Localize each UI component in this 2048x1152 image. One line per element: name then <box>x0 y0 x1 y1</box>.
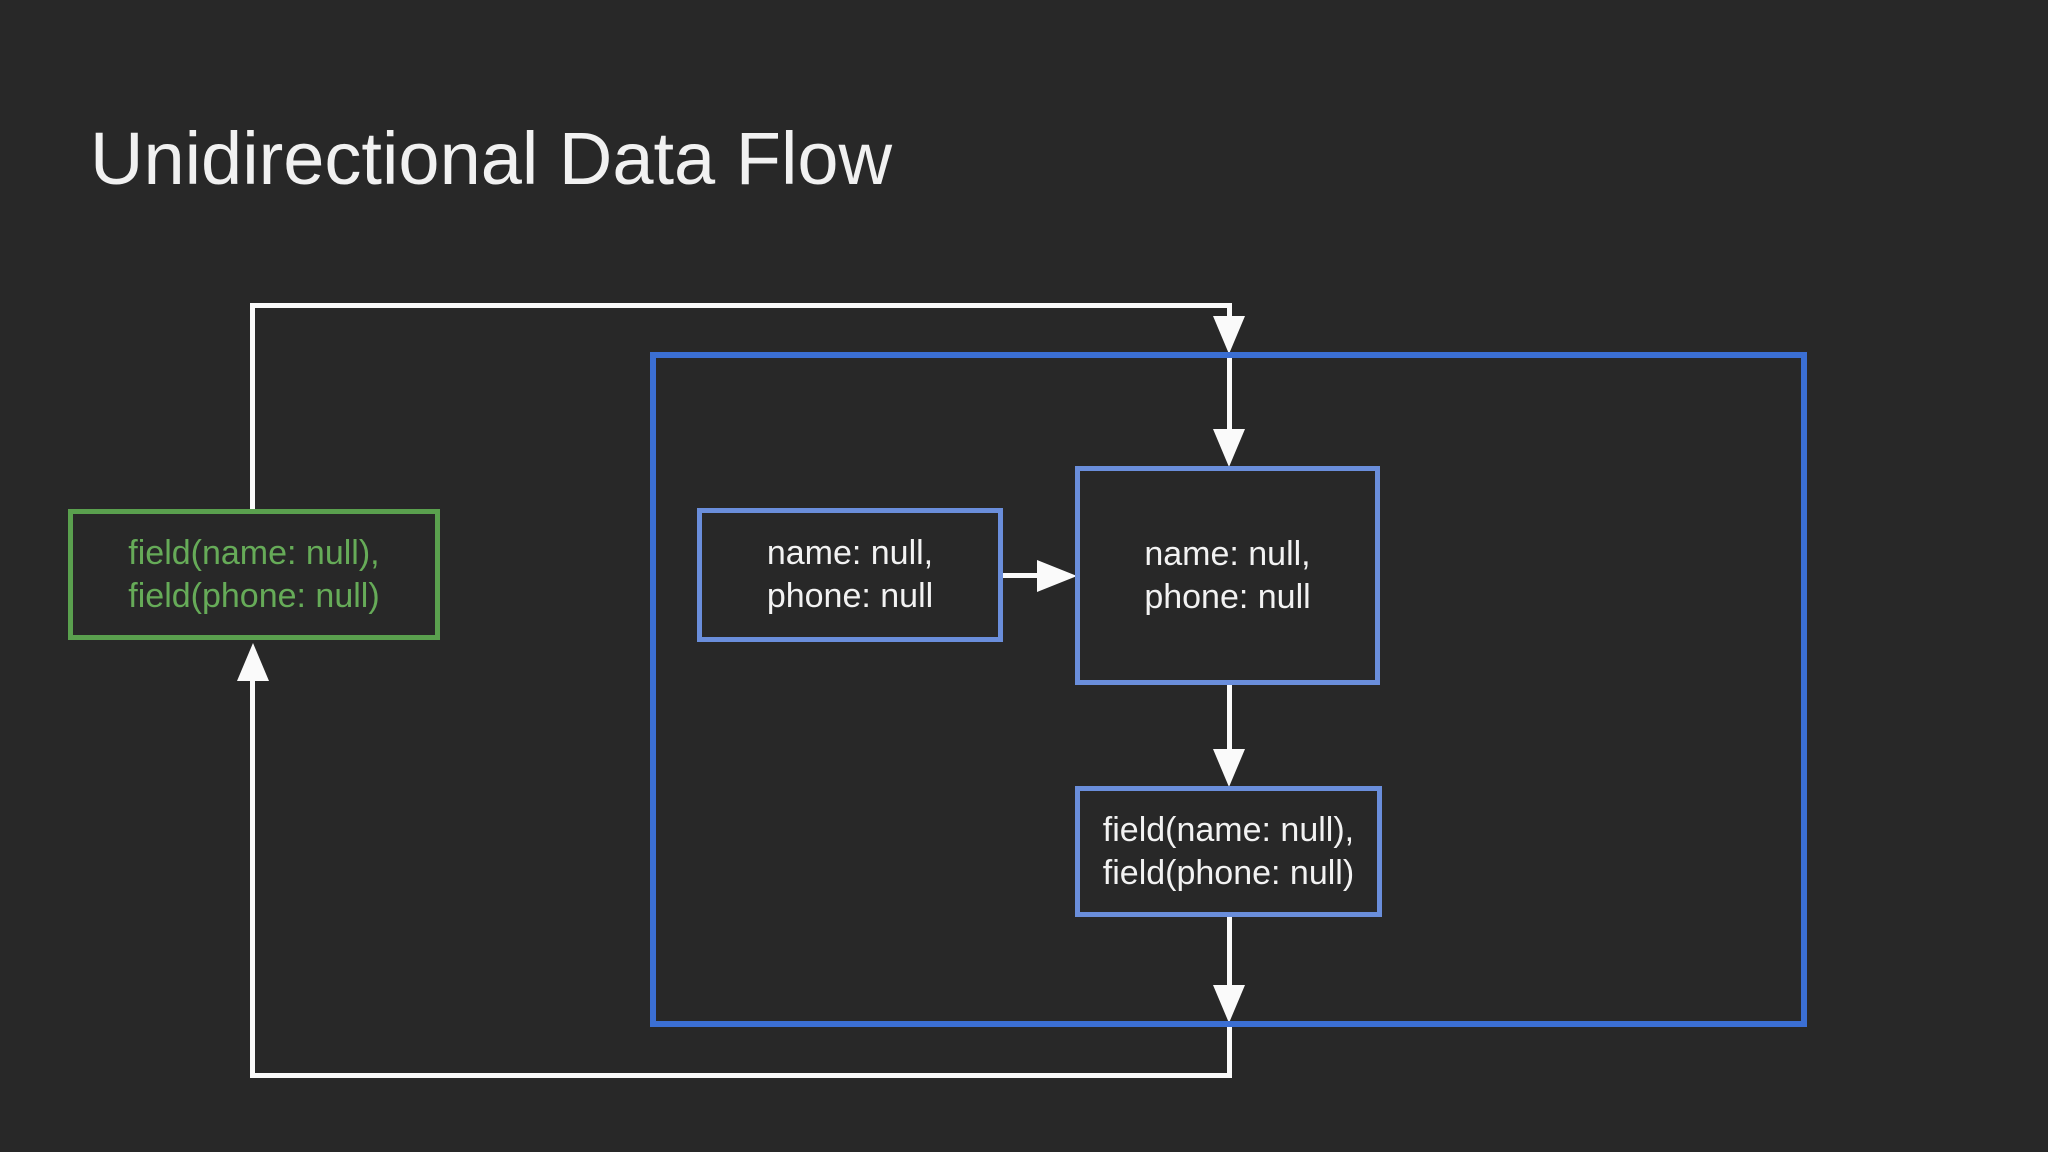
green-state-box-line2: field(phone: null) <box>128 576 380 615</box>
slide-title: Unidirectional Data Flow <box>90 117 893 200</box>
flow-line-container-to-middle-box <box>1227 358 1232 431</box>
flow-line-top-horizontal <box>250 303 1232 308</box>
flow-arrowhead-into-container-icon <box>1213 316 1245 354</box>
input-box-left-line2: phone: null <box>766 577 934 615</box>
input-box-left-text: name: null, phone: null <box>767 532 933 618</box>
green-state-box-line1: field(name: null), <box>128 533 380 572</box>
flow-line-bottom-box-to-container-edge <box>1227 915 1232 987</box>
fields-box-bottom-line1: field(name: null), <box>1102 810 1355 849</box>
green-state-box-text: field(name: null), field(phone: null) <box>128 532 379 618</box>
flow-line-below-container <box>1227 1025 1232 1075</box>
flow-line-middle-to-bottom-box <box>1227 683 1232 751</box>
input-box-left: name: null, phone: null <box>697 508 1003 642</box>
input-box-left-line1: name: null, <box>766 534 934 572</box>
green-state-box: field(name: null), field(phone: null) <box>68 509 440 640</box>
fields-box-bottom: field(name: null), field(phone: null) <box>1075 786 1382 917</box>
fields-box-bottom-text: field(name: null), field(phone: null) <box>1103 809 1354 895</box>
flow-line-left-lower-vertical <box>250 679 255 1078</box>
state-box-middle-line1: name: null, <box>1144 534 1311 573</box>
flow-arrowhead-into-middle-box-icon <box>1213 429 1245 467</box>
widget-container-box <box>650 352 1807 1027</box>
state-box-middle: name: null, phone: null <box>1075 466 1380 685</box>
flow-arrowhead-into-state-box-icon <box>1037 560 1077 592</box>
flow-line-left-upper-vertical <box>250 306 255 509</box>
flow-line-input-to-state <box>1003 573 1039 578</box>
flow-arrowhead-into-green-box-icon <box>237 643 269 681</box>
state-box-middle-line2: phone: null <box>1144 577 1311 616</box>
fields-box-bottom-line2: field(phone: null) <box>1102 853 1355 892</box>
flow-arrowhead-out-of-container-icon <box>1213 985 1245 1023</box>
flow-arrowhead-into-bottom-box-icon <box>1213 749 1245 787</box>
flow-line-bottom-horizontal <box>250 1073 1232 1078</box>
state-box-middle-text: name: null, phone: null <box>1144 533 1310 619</box>
flow-line-right-descender <box>1227 306 1232 318</box>
